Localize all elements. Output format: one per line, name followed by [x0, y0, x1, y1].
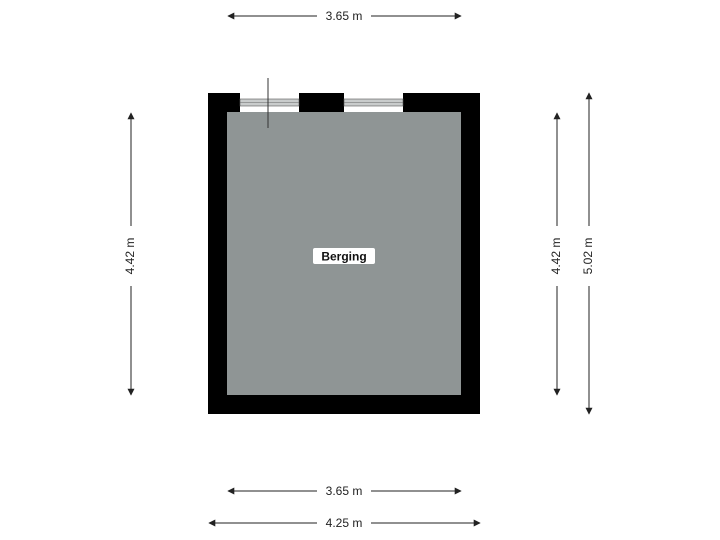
dimension-left-label: 4.42 m: [123, 238, 137, 275]
dimension-left: 4.42 m: [123, 112, 137, 396]
room-name: Berging: [321, 250, 366, 264]
dimension-right-outer-label: 5.02 m: [581, 238, 595, 275]
room-label: Berging: [313, 248, 375, 264]
dimension-bottom-outer: 4.25 m: [208, 516, 481, 530]
dimension-bottom-inner: 3.65 m: [227, 484, 462, 498]
window-left: [239, 93, 300, 112]
dimension-right-inner: 4.42 m: [549, 112, 563, 396]
window-right: [343, 93, 404, 112]
dimension-bottom-outer-label: 4.25 m: [326, 516, 363, 530]
dimension-right-inner-label: 4.42 m: [549, 238, 563, 275]
dimension-top-label: 3.65 m: [326, 9, 363, 23]
dimension-right-outer: 5.02 m: [581, 92, 595, 415]
dimension-top: 3.65 m: [227, 9, 462, 23]
dimension-bottom-inner-label: 3.65 m: [326, 484, 363, 498]
